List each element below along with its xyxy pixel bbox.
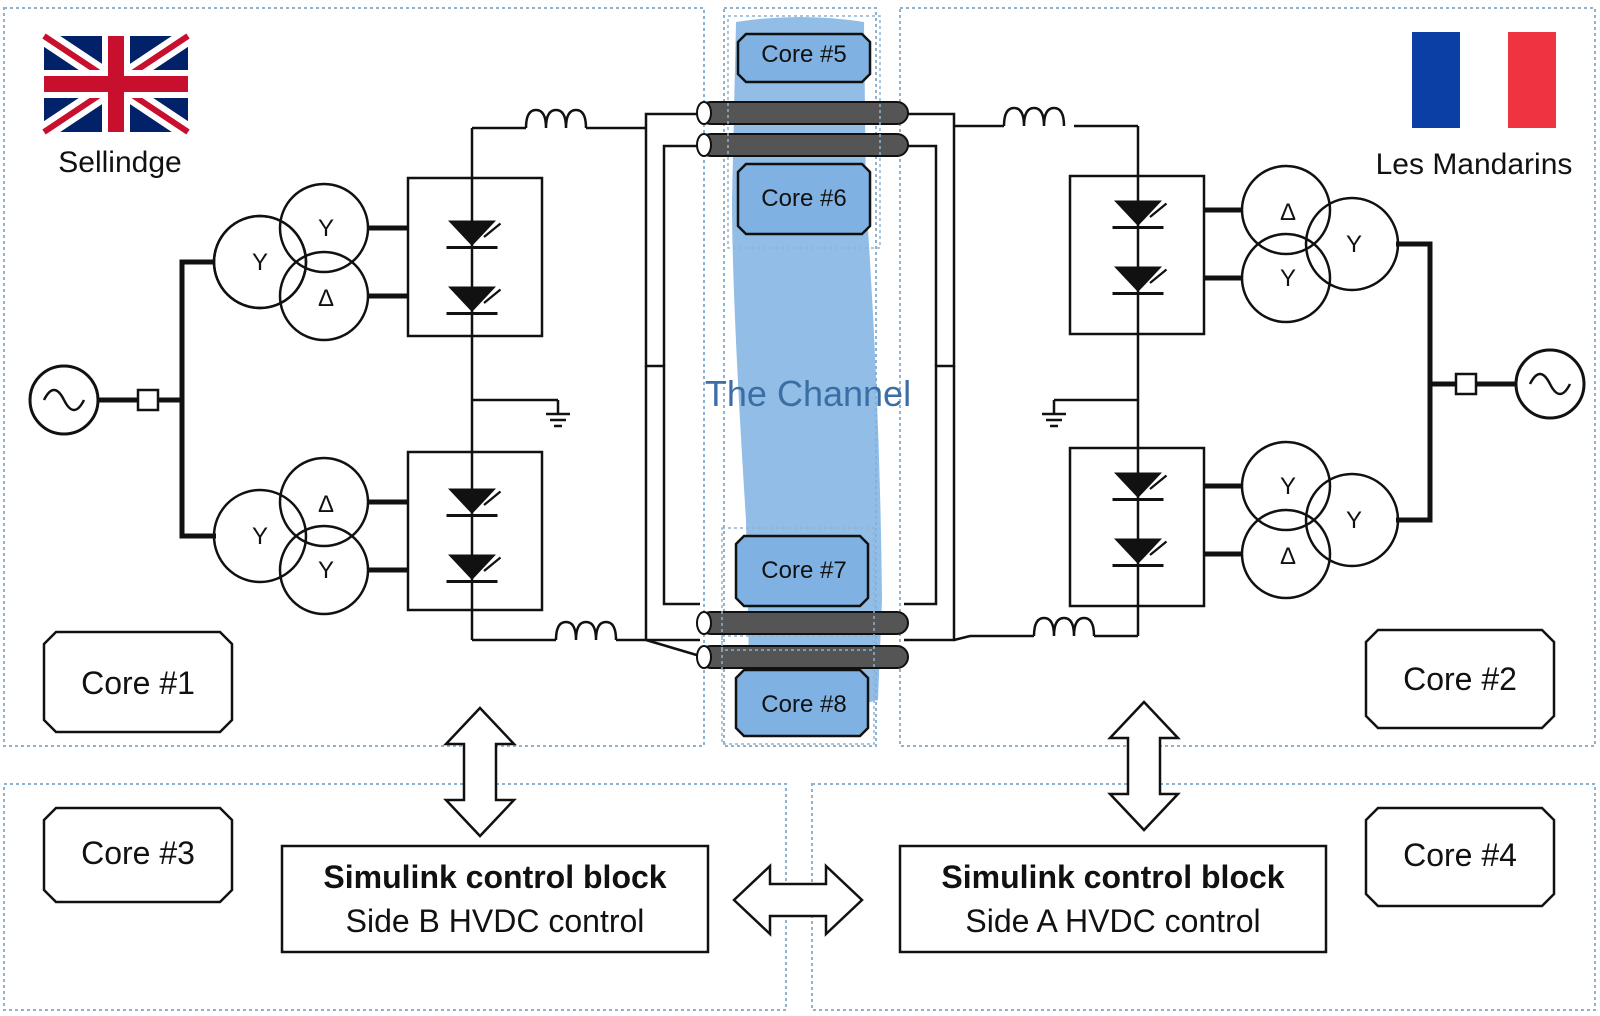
transformer-symbols-right: Δ Y Y Y Δ Y — [1280, 199, 1362, 570]
region-core2 — [899, 7, 1596, 747]
reactor-upper-left-icon — [524, 108, 588, 129]
core8-label: Core #8 — [761, 691, 846, 718]
wye-symbol: Y — [318, 215, 334, 242]
control-block-side-b-title: Simulink control block — [323, 859, 666, 895]
right-converter-station — [904, 106, 1586, 642]
horizontal-double-arrow-icon — [732, 863, 864, 937]
core3-label: Core #3 — [81, 835, 195, 871]
hvdc-cables — [696, 101, 909, 669]
cable-upper-2 — [699, 133, 909, 157]
site-name-right: Les Mandarins — [1376, 148, 1573, 181]
reactor-lower-right-icon — [1032, 616, 1096, 637]
core7-label: Core #7 — [761, 557, 846, 584]
vertical-double-arrow-right-icon — [1107, 700, 1181, 832]
control-block-side-b-subtitle: Side B HVDC control — [346, 903, 645, 939]
core-labels: Core #1 Core #2 Core #3 Core #4 Core #5 … — [81, 41, 1517, 873]
core5-box — [736, 32, 872, 84]
delta-symbol: Δ — [318, 491, 334, 518]
delta-symbol: Δ — [1280, 199, 1296, 226]
left-converter-station — [28, 108, 701, 658]
core8-box — [734, 668, 870, 738]
valve-group-lower-left — [406, 450, 544, 612]
uk-flag-icon — [39, 28, 193, 140]
site-name-left: Sellindge — [58, 146, 181, 179]
core7-box — [734, 534, 870, 608]
cable-upper-1 — [699, 101, 909, 125]
breaker-right-icon — [1454, 372, 1478, 396]
wye-symbol: Y — [1280, 265, 1296, 292]
delta-symbol: Δ — [1280, 543, 1296, 570]
control-block-side-a-subtitle: Side A HVDC control — [965, 903, 1260, 939]
core4-label: Core #4 — [1403, 837, 1517, 873]
double-arrows — [443, 700, 1181, 937]
channel-label: The Channel — [705, 373, 911, 414]
breaker-left-icon — [136, 388, 160, 412]
core3-box — [42, 806, 234, 904]
valve-group-upper-left — [406, 176, 544, 338]
control-block-side-a-title: Simulink control block — [941, 859, 1284, 895]
region-core1 — [3, 7, 705, 747]
wye-symbol: Y — [318, 557, 334, 584]
core1-label: Core #1 — [81, 665, 195, 701]
core6-box — [736, 162, 872, 236]
reactor-upper-right-icon — [1002, 106, 1066, 127]
control-block-side-b: Simulink control block Side B HVDC contr… — [280, 844, 710, 954]
core6-label: Core #6 — [761, 185, 846, 212]
wye-symbol: Y — [252, 523, 268, 550]
cable-lower-1 — [699, 611, 909, 635]
transformer-symbols-left: Y Y Δ Y Δ Y — [252, 215, 334, 584]
region-borders — [3, 7, 1596, 1011]
wye-symbol: Y — [252, 249, 268, 276]
channel-core-regions — [721, 15, 881, 745]
core-label-boxes — [42, 32, 1556, 908]
delta-symbol: Δ — [318, 285, 334, 312]
core2-label: Core #2 — [1403, 661, 1517, 697]
wye-symbol: Y — [1346, 507, 1362, 534]
core1-box — [42, 630, 234, 734]
vertical-double-arrow-left-icon — [443, 706, 517, 838]
core2-box — [1364, 628, 1556, 730]
reactor-lower-left-icon — [554, 620, 618, 641]
france-flag-icon — [1412, 32, 1556, 128]
wye-symbol: Y — [1346, 231, 1362, 258]
core4-box — [1364, 806, 1556, 908]
core5-label: Core #5 — [761, 41, 846, 68]
region-channel — [723, 7, 877, 747]
wye-symbol: Y — [1280, 473, 1296, 500]
control-block-side-a: Simulink control block Side A HVDC contr… — [898, 844, 1328, 954]
